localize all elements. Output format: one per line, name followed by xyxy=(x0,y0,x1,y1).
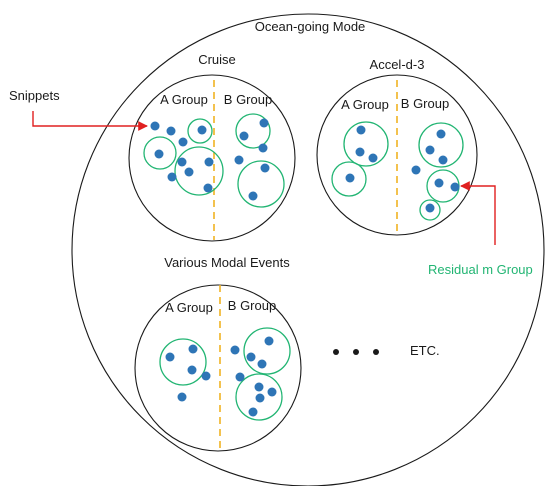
group-label-b-accel-d-3: B Group xyxy=(401,96,449,111)
snippet-cluster xyxy=(174,146,224,196)
snippet-dot xyxy=(434,178,444,188)
mode-cruise: Cruise A Group B Group xyxy=(128,52,296,242)
snippet-dot xyxy=(178,137,188,147)
group-label-a-various-modal-events: A Group xyxy=(165,300,213,315)
snippet-dot xyxy=(187,365,197,375)
snippet-dot xyxy=(235,372,245,382)
mode-label-various-modal-events: Various Modal Events xyxy=(164,255,290,270)
snippet-dot xyxy=(345,173,355,183)
snippet-dot xyxy=(267,387,277,397)
ellipsis-dot xyxy=(353,349,359,355)
snippet-dot xyxy=(264,336,274,346)
snippet-dot xyxy=(258,143,268,153)
snippet-dot xyxy=(411,165,421,175)
snippet-dot xyxy=(165,352,175,362)
diagram-title: Ocean-going Mode xyxy=(255,19,366,34)
snippet-dot xyxy=(204,157,214,167)
ellipsis-dot xyxy=(373,349,379,355)
snippet-dot xyxy=(188,344,198,354)
snippet-cluster xyxy=(143,136,177,170)
snippet-dot xyxy=(154,149,164,159)
snippet-cluster xyxy=(331,161,367,197)
snippet-cluster xyxy=(159,338,207,386)
snippets-label: Snippets xyxy=(9,88,60,103)
snippet-dot xyxy=(259,118,269,128)
snippet-cluster xyxy=(235,373,283,421)
snippet-cluster xyxy=(243,327,291,375)
snippet-cluster xyxy=(343,121,389,167)
snippet-dot xyxy=(239,131,249,141)
snippet-dot xyxy=(438,155,448,165)
snippet-dot xyxy=(246,352,256,362)
group-label-b-cruise: B Group xyxy=(224,92,272,107)
snippet-dot xyxy=(425,145,435,155)
residual-group-label: Residual m Group xyxy=(428,262,533,277)
snippet-dot xyxy=(368,153,378,163)
group-label-a-cruise: A Group xyxy=(160,92,208,107)
snippet-dot xyxy=(230,345,240,355)
group-label-a-accel-d-3: A Group xyxy=(341,97,389,112)
snippet-cluster xyxy=(237,160,285,208)
snippet-dot xyxy=(184,167,194,177)
group-label-b-various-modal-events: B Group xyxy=(228,298,276,313)
snippet-dot xyxy=(197,125,207,135)
snippet-dot xyxy=(248,191,258,201)
residual-arrow xyxy=(460,181,496,245)
snippet-dot xyxy=(255,393,265,403)
snippet-dot xyxy=(260,163,270,173)
snippet-dot xyxy=(234,155,244,165)
snippet-cluster xyxy=(187,118,213,144)
snippets-arrow xyxy=(32,111,148,131)
snippet-dot xyxy=(166,126,176,136)
snippet-dot xyxy=(355,147,365,157)
snippet-dot xyxy=(167,172,177,182)
mode-circle-accel-d-3 xyxy=(316,74,478,236)
snippet-dot xyxy=(356,125,366,135)
mode-circle-various-modal-events xyxy=(134,284,302,452)
mode-label-cruise: Cruise xyxy=(198,52,236,67)
ocean-going-mode-circle xyxy=(71,13,545,486)
snippet-dot xyxy=(254,382,264,392)
snippet-dot xyxy=(425,203,435,213)
snippet-dot xyxy=(257,359,267,369)
mode-accel-d-3: Accel-d-3 A Group B Group xyxy=(316,57,478,236)
snippet-cluster xyxy=(418,122,464,168)
ellipsis-dot xyxy=(333,349,339,355)
snippet-cluster xyxy=(419,199,441,221)
mode-circle-cruise xyxy=(128,74,296,242)
snippet-cluster xyxy=(235,113,271,149)
snippet-dot xyxy=(201,371,211,381)
etc-label: ETC. xyxy=(410,343,440,358)
snippet-dot xyxy=(177,392,187,402)
snippet-dot xyxy=(150,121,160,131)
mode-label-accel-d-3: Accel-d-3 xyxy=(370,57,425,72)
snippet-dot xyxy=(450,182,460,192)
snippet-dot xyxy=(203,183,213,193)
snippet-dot xyxy=(436,129,446,139)
mode-various-modal-events: Various Modal Events A Group B Group xyxy=(134,255,302,452)
snippet-dot xyxy=(177,157,187,167)
snippet-dot xyxy=(248,407,258,417)
